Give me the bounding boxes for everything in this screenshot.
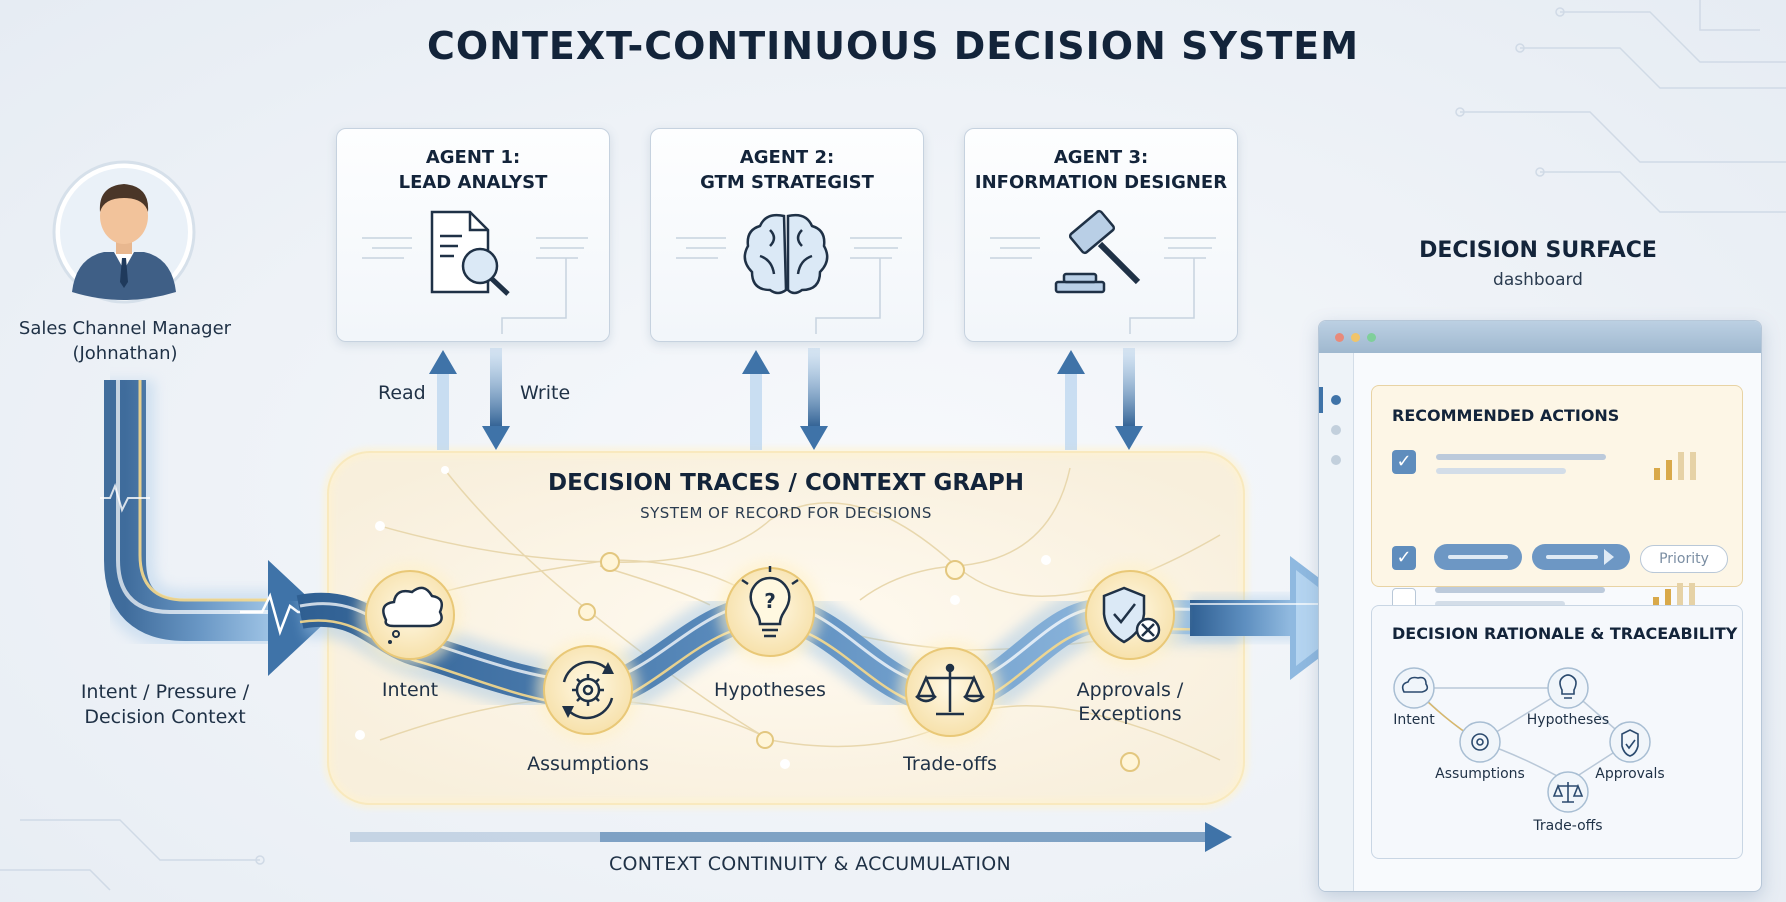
page-title: CONTEXT-CONTINUOUS DECISION SYSTEM [426,24,1360,68]
pill-line [1448,555,1508,559]
priority-bar [1690,452,1696,480]
priority-bar [1678,452,1684,480]
lightbulb-icon [741,566,799,638]
agent-role: GTM STRATEGIST [700,172,874,193]
agent-role: INFORMATION DESIGNER [974,172,1228,193]
checkbox-checked[interactable]: ✓ [1392,450,1416,474]
approvals-node [1078,563,1182,667]
priority-chip[interactable]: Priority [1640,545,1728,573]
mini-label-assumptions: Assumptions [1435,766,1525,782]
traceability-graph [1393,667,1651,813]
write-label: Write [520,382,571,404]
dashboard-sidebar [1319,353,1354,891]
lightbulb-icon [1559,674,1577,699]
context-graph-subtitle: SYSTEM OF RECORD FOR DECISIONS [640,504,932,522]
trace-sparks [355,466,1051,769]
agent-card-lead-analyst: AGENT 1: LEAD ANALYST [336,128,610,342]
decision-rationale-panel: DECISION RATIONALE & TRACEABILITY [1371,605,1743,859]
agent-card-gtm-strategist: AGENT 2: GTM STRATEGIST [650,128,924,342]
action-text-line [1435,601,1565,607]
thought-cloud-icon [1401,676,1429,693]
sidebar-item-3[interactable] [1331,455,1341,465]
priority-bar [1689,583,1695,609]
thought-cloud-icon [382,586,443,628]
checkbox-checked[interactable]: ✓ [1392,546,1416,570]
sidebar-active-marker [1319,387,1323,413]
continuity-arrow [350,822,1232,852]
shield-check-icon [1102,586,1161,644]
window-titlebar [1319,321,1761,353]
svg-text:?: ? [764,589,776,613]
balance-scale-icon [1552,782,1584,803]
node-label-assumptions: Assumptions [527,753,649,775]
priority-bar [1677,583,1683,609]
decision-rationale-title: DECISION RATIONALE & TRACEABILITY [1392,624,1738,643]
cycle-gear-icon [1471,733,1489,751]
node-label-tradeoffs: Trade-offs [903,753,997,775]
action-text-line [1435,587,1605,593]
dashboard-window: RECOMMENDED ACTIONS ✓ ✓ Priority DECISIO… [1318,320,1762,892]
input-flow-arrow [95,380,330,676]
balance-scale-icon [915,663,985,716]
input-context-line1: Intent / Pressure / [80,681,250,703]
hypotheses-node: ? [718,560,822,664]
read-write-arrows [429,348,1143,450]
decision-surface-subtitle: dashboard [1493,270,1583,290]
priority-bar [1653,597,1659,609]
persona-role: Sales Channel Manager [18,318,232,339]
mini-label-hypotheses: Hypotheses [1526,712,1610,728]
maximize-dot[interactable] [1367,333,1376,342]
sidebar-item-2[interactable] [1331,425,1341,435]
read-label: Read [378,382,426,404]
approvals-line1: Approvals / [1076,679,1184,701]
priority-bar [1654,468,1660,480]
action-text-line [1436,468,1566,474]
play-arrow-icon [1604,549,1614,565]
cycle-gear-icon [562,660,614,720]
intent-node [358,563,462,667]
tradeoffs-node [898,640,1002,744]
context-graph-title: DECISION TRACES / CONTEXT GRAPH [548,470,1024,496]
trace-nodes [578,552,1140,772]
user-avatar-icon [52,160,196,304]
node-label-intent: Intent [381,679,439,701]
agent-number: AGENT 1: [425,147,521,168]
close-dot[interactable] [1335,333,1344,342]
priority-bar [1666,460,1672,480]
shield-check-icon [1621,729,1639,757]
decision-surface-title: DECISION SURFACE [1419,238,1657,263]
continuity-label: CONTEXT CONTINUITY & ACCUMULATION [608,853,1012,875]
agent-number: AGENT 3: [1053,147,1149,168]
input-context-label: Intent / Pressure / Decision Context [60,680,270,730]
mini-label-approvals: Approvals [1595,766,1665,782]
approvals-line2: Exceptions [1078,703,1182,725]
input-context-line2: Decision Context [84,706,246,728]
minimize-dot[interactable] [1351,333,1360,342]
action-text-line [1436,454,1606,460]
priority-bar [1665,589,1671,609]
node-label-approvals: Approvals / Exceptions [1040,678,1220,726]
pill-line [1546,555,1598,559]
decision-nodes: ? [358,560,1182,744]
sidebar-item-1[interactable] [1331,395,1341,405]
persona-name: (Johnathan) [72,343,178,364]
agent-card-information-designer: AGENT 3: INFORMATION DESIGNER [964,128,1238,342]
mini-label-tradeoffs: Trade-offs [1533,818,1603,834]
recommended-actions-title: RECOMMENDED ACTIONS [1392,406,1620,425]
agent-role: LEAD ANALYST [398,172,548,193]
node-label-hypotheses: Hypotheses [714,679,826,701]
recommended-actions-panel: RECOMMENDED ACTIONS ✓ ✓ Priority [1371,385,1743,612]
agent-number: AGENT 2: [739,147,835,168]
assumptions-node [536,638,640,742]
persona-label: Sales Channel Manager (Johnathan) [0,316,250,366]
mini-label-intent: Intent [1393,712,1435,728]
